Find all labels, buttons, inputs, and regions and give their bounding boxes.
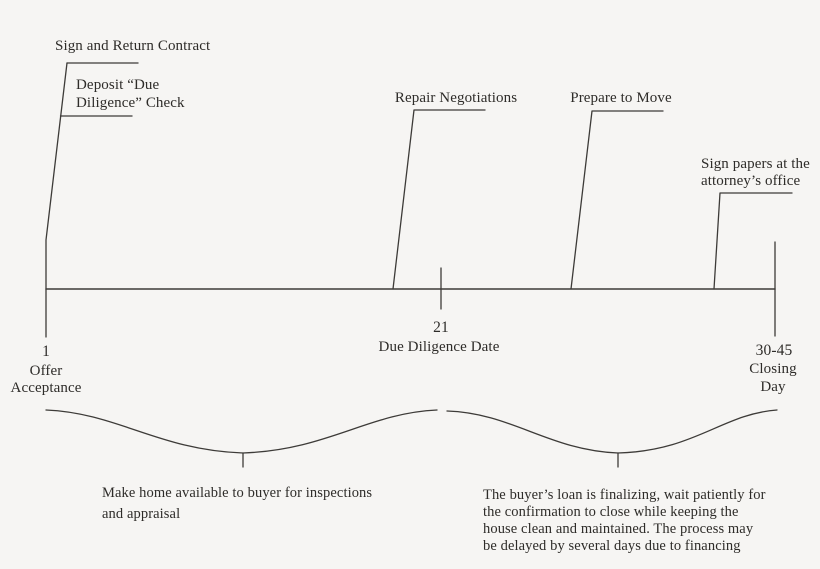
event-label-sign-papers: Sign papers at the attorney’s office: [701, 156, 810, 189]
event-label-repair-negotiations: Repair Negotiations: [394, 90, 518, 106]
event-label-sign-contract: Sign and Return Contract: [55, 38, 211, 54]
event-label-deposit-check: Deposit “Due Diligence” Check: [76, 77, 185, 111]
offer-acceptance-tick: [45, 62, 68, 338]
prepare-move-leader: [570, 110, 664, 290]
inspection-span-brace: [45, 409, 438, 454]
day-marker-21-label: Due Diligence Date: [378, 339, 500, 355]
span-note-inspection: Make home available to buyer for inspect…: [102, 485, 373, 522]
loan-span-brace: [446, 409, 778, 454]
day-marker-1-label: Offer Acceptance: [10, 363, 82, 396]
event-label-prepare-move: Prepare to Move: [570, 90, 672, 106]
day-marker-21-number: 21: [433, 319, 449, 336]
sign-papers-leader: [713, 192, 793, 290]
repair-negotiations-leader: [392, 109, 486, 290]
day-marker-30-45-label: Closing Day: [749, 361, 797, 395]
day-marker-1-number: 1: [42, 343, 50, 360]
span-note-loan: The buyer’s loan is finalizing, wait pat…: [483, 487, 766, 554]
day-marker-30-45-number: 30-45: [755, 342, 793, 359]
